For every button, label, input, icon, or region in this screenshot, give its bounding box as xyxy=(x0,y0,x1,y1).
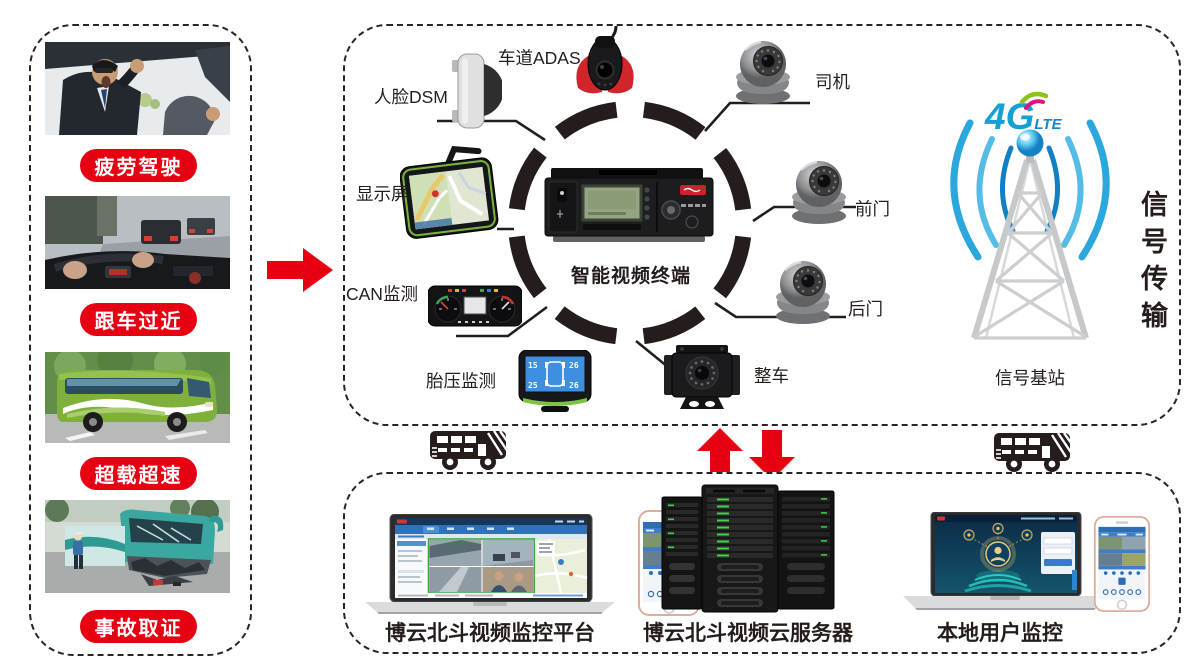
bus-icon xyxy=(430,430,513,470)
scenario-label-text: 跟车过近 xyxy=(94,311,183,333)
scenario-label-accident: 事故取证 xyxy=(80,610,197,643)
display-screen-illustration xyxy=(400,146,499,239)
base-station-label: 信号基站 xyxy=(995,368,1065,388)
dsm-label: 人脸DSM xyxy=(374,87,448,107)
svg-text:15: 15 xyxy=(528,361,538,370)
local-user-laptop-illustration xyxy=(903,512,1108,610)
mdvr-terminal-illustration xyxy=(544,168,714,242)
adas-label: 车道ADAS xyxy=(498,48,581,68)
flow-arrow-right-icon xyxy=(267,248,333,292)
monitor-platform-label: 博云北斗视频监控平台 xyxy=(385,622,595,645)
driver-dome-camera-illustration xyxy=(736,40,790,104)
logo-4g-arcs-icon xyxy=(1019,91,1049,110)
upload-arrow-icon xyxy=(697,428,743,478)
terminal-label: 智能视频终端 xyxy=(570,266,691,287)
overload-overspeed-photo xyxy=(45,352,230,443)
scenario-label-text: 事故取证 xyxy=(94,618,183,640)
adas-camera-illustration xyxy=(576,26,634,94)
cloud-server-label: 博云北斗视频云服务器 xyxy=(643,622,853,645)
svg-text:26: 26 xyxy=(569,361,579,370)
front-door-camera-label: 前门 xyxy=(855,199,890,219)
logo-4g-text: 4G xyxy=(985,96,1035,137)
tailgating-photo xyxy=(45,196,230,289)
display-label: 显示屏 xyxy=(356,184,409,204)
accident-evidence-photo xyxy=(45,500,230,593)
logo-4g-lte: 4GLTE xyxy=(985,96,1062,138)
fatigue-driving-photo xyxy=(45,42,230,135)
dsm-camera-illustration xyxy=(452,53,502,129)
driver-camera-label: 司机 xyxy=(815,72,850,92)
scenario-label-tailgating: 跟车过近 xyxy=(80,303,197,336)
local-user-phone-illustration xyxy=(1093,516,1151,612)
scenario-label-text: 疲劳驾驶 xyxy=(94,157,183,179)
svg-text:26: 26 xyxy=(569,381,579,390)
local-user-label: 本地用户监控 xyxy=(937,622,1063,645)
rear-door-camera-label: 后门 xyxy=(848,299,883,319)
bus-icon xyxy=(994,432,1077,472)
rear-door-dome-camera-illustration xyxy=(776,260,830,324)
vehicle-camera-label: 整车 xyxy=(754,366,789,386)
can-label: CAN监测 xyxy=(346,284,418,304)
svg-text:25: 25 xyxy=(528,381,538,390)
tpms-label: 胎压监测 xyxy=(426,371,496,391)
vehicle-camera-illustration xyxy=(664,345,740,409)
cloud-server-illustration xyxy=(661,484,835,613)
monitor-platform-laptop-illustration xyxy=(365,514,615,614)
signal-tower-illustration xyxy=(950,119,1110,340)
can-cluster-illustration xyxy=(428,285,522,327)
scenario-label-overload: 超载超速 xyxy=(80,457,197,490)
scenario-label-fatigue: 疲劳驾驶 xyxy=(80,149,197,182)
front-door-dome-camera-illustration xyxy=(792,160,846,224)
logo-lte-text: LTE xyxy=(1034,116,1062,133)
scenario-label-text: 超载超速 xyxy=(94,465,183,487)
tpms-monitor-illustration: 15 26 25 26 xyxy=(518,350,592,412)
signal-transmission-label: 信号传输 xyxy=(1137,190,1167,338)
download-arrow-icon xyxy=(749,430,795,480)
